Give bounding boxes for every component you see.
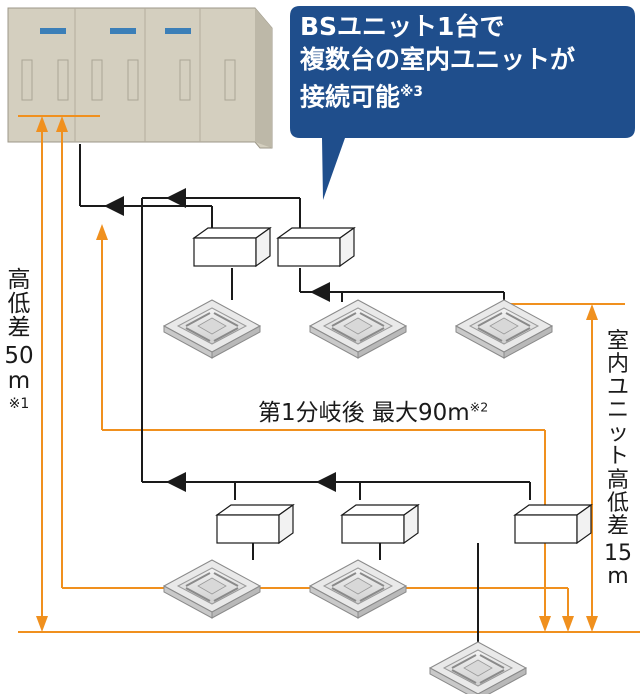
- height-difference-50m-note: ※1: [8, 395, 30, 412]
- arrowhead-up: [96, 224, 108, 240]
- indoor-height-difference-15m-char: 15: [604, 540, 632, 566]
- height-difference-50m-char: 高: [7, 267, 31, 293]
- flow-arrow-icon: [310, 282, 330, 302]
- ceiling-cassette-icon: [309, 559, 407, 619]
- indoor-height-difference-15m-char: ッ: [606, 421, 629, 447]
- indoor-height-difference-15m-char: ユ: [606, 375, 629, 401]
- arrowhead-down: [539, 616, 551, 632]
- indoor-height-difference-15m-char: 差: [606, 513, 629, 539]
- outdoor-unit-logo: [110, 28, 136, 34]
- ceiling-cassette-icon: [429, 641, 527, 694]
- outdoor-unit-panel: [224, 59, 236, 101]
- arrowhead-up: [36, 116, 48, 132]
- bs-unit-icon: [216, 504, 294, 544]
- arrowhead-down: [586, 616, 598, 632]
- outdoor-unit-panel: [57, 59, 69, 101]
- branch-length-label: 第1分岐後 最大90m※2: [258, 393, 488, 427]
- indoor-height-difference-15m-char: 室: [606, 329, 629, 354]
- outdoor-unit-side: [255, 8, 272, 148]
- outdoor-unit-body: [7, 7, 273, 149]
- callout-line-2: 複数台の室内ユニットが: [300, 45, 576, 74]
- outdoor-unit-icon: [7, 7, 273, 149]
- branch-length-note: ※2: [469, 399, 489, 415]
- indoor-height-difference-15m-char: m: [607, 563, 629, 589]
- bs-unit-icon: [514, 504, 592, 544]
- bs-unit-icon: [277, 227, 355, 267]
- branch-length-text: 第1分岐後 最大90m: [258, 400, 470, 426]
- callout-line-3-text: 接続可能: [300, 82, 401, 112]
- indoor-height-difference-15m-char: 高: [606, 467, 629, 493]
- callout-line-1: BSユニット1台で: [300, 12, 505, 41]
- bs-unit-icon: [193, 227, 271, 267]
- callout-line-3: 接続可能※3: [300, 76, 620, 113]
- height-difference-50m-char: m: [7, 367, 31, 394]
- indoor-height-difference-15m-char: ト: [606, 444, 629, 470]
- arrowhead-up: [586, 304, 598, 320]
- arrowhead-down: [562, 616, 574, 632]
- flow-arrow-icon: [104, 196, 124, 216]
- flow-arrow-icon: [166, 188, 186, 208]
- bs-unit-icon: [341, 504, 419, 544]
- ceiling-cassette-icon: [163, 299, 261, 359]
- outdoor-unit-panel: [127, 59, 139, 101]
- outdoor-unit-panel: [91, 59, 103, 101]
- outdoor-unit-panel: [21, 59, 33, 101]
- indoor-height-difference-15m-char: 低: [606, 490, 629, 516]
- ceiling-cassette-icon: [455, 299, 553, 359]
- height-difference-50m-char: 50: [4, 343, 34, 370]
- outdoor-unit-logo: [165, 28, 191, 34]
- callout-bubble: [290, 6, 635, 200]
- indoor-height-difference-15m-char: ニ: [606, 398, 629, 424]
- callout-note-3: ※3: [400, 84, 423, 100]
- callout-bubble-text: BSユニット1台で 複数台の室内ユニットが 接続可能※3: [300, 10, 620, 113]
- height-difference-50m-char: 差: [7, 315, 31, 342]
- height-difference-50m-char: 低: [7, 291, 31, 318]
- flow-arrow-icon: [166, 472, 186, 492]
- flow-arrow-icon: [316, 472, 336, 492]
- arrowhead-up: [56, 116, 68, 132]
- ceiling-cassette-icon: [163, 559, 261, 619]
- arrowhead-down: [36, 616, 48, 632]
- outdoor-unit-logo: [40, 28, 66, 34]
- outdoor-unit-panel: [179, 59, 191, 101]
- indoor-height-difference-15m-char: 内: [606, 352, 629, 378]
- ceiling-cassette-icon: [309, 299, 407, 359]
